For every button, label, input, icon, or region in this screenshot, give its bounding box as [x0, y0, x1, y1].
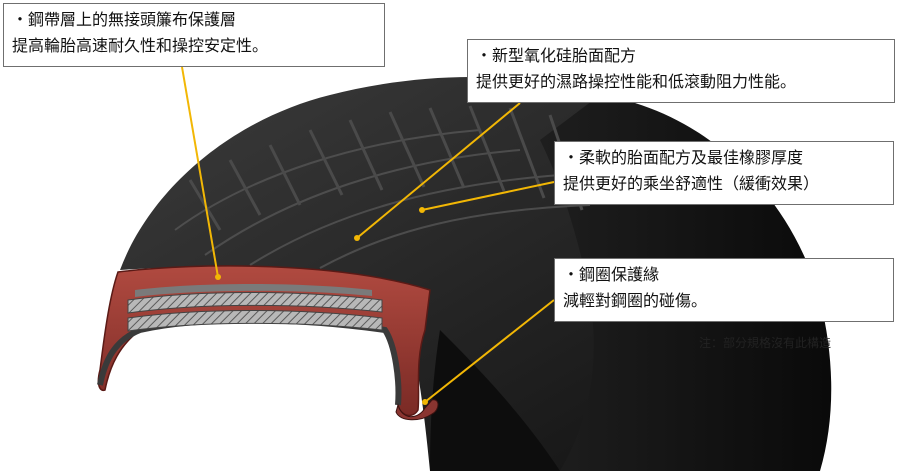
tire-inner-liner [100, 320, 398, 405]
callout-rim-protector: ・鋼圈保護緣 減輕對鋼圈的碰傷。 [554, 258, 894, 322]
callout-rim-protector-desc: 減輕對鋼圈的碰傷。 [563, 288, 885, 314]
footnote: 注：部分規格沒有此構造 [699, 334, 831, 351]
callout-tread-compound: ・新型氧化硅胎面配方 提供更好的濕路操控性能和低滾動阻力性能。 [467, 39, 895, 103]
callout-tread-compound-title: ・新型氧化硅胎面配方 [476, 43, 886, 69]
callout-steel-belt-desc: 提高輪胎高速耐久性和操控安定性。 [12, 33, 376, 59]
callout-soft-compound: ・柔軟的胎面配方及最佳橡膠厚度 提供更好的乘坐舒適性（緩衝效果） [554, 141, 894, 205]
callout-steel-belt-title: ・鋼帶層上的無接頭簾布保護層 [12, 7, 376, 33]
callout-soft-compound-title: ・柔軟的胎面配方及最佳橡膠厚度 [563, 145, 885, 171]
callout-tread-compound-desc: 提供更好的濕路操控性能和低滾動阻力性能。 [476, 69, 886, 95]
callout-soft-compound-desc: 提供更好的乘坐舒適性（緩衝效果） [563, 171, 885, 197]
callout-steel-belt: ・鋼帶層上的無接頭簾布保護層 提高輪胎高速耐久性和操控安定性。 [3, 3, 385, 67]
callout-rim-protector-title: ・鋼圈保護緣 [563, 262, 885, 288]
